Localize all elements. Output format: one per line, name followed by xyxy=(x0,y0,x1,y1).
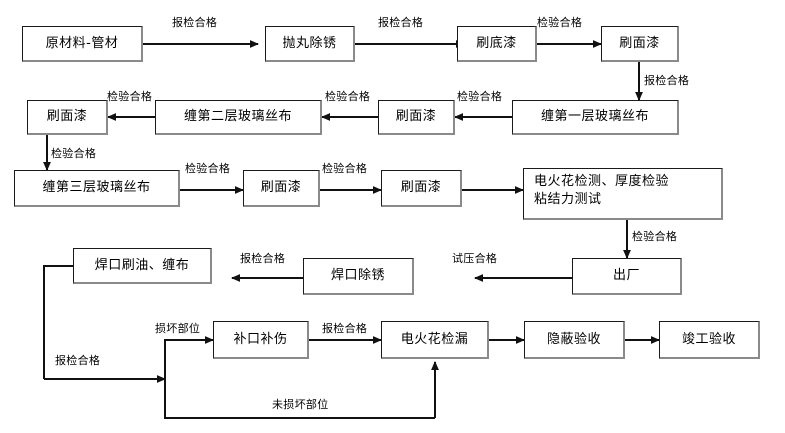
node-topcoat-4[interactable]: 刷面漆 xyxy=(243,170,320,207)
node-primer-coat[interactable]: 刷底漆 xyxy=(457,26,537,62)
edge-label-n1-n2: 报检合格 xyxy=(172,16,218,29)
edge-label-n5-n6: 检验合格 xyxy=(457,90,503,103)
node-concealed-acceptance[interactable]: 隐蔽验收 xyxy=(524,321,625,359)
edge-label-bottom-loop: 未损坏部位 xyxy=(272,398,329,411)
edge-label-n4-n5: 报检合格 xyxy=(644,74,690,87)
node-test-line-2: 粘结力测试 xyxy=(534,191,602,207)
wire-bottom-loop xyxy=(164,379,435,419)
node-glass-cloth-layer-1[interactable]: 缠第一层玻璃丝布 xyxy=(512,100,679,135)
node-factory-shipment[interactable]: 出厂 xyxy=(572,258,682,295)
edge-label-n2-n3: 报检合格 xyxy=(378,16,424,29)
node-glass-cloth-layer-3[interactable]: 缠第三层玻璃丝布 xyxy=(14,170,180,207)
node-topcoat-2[interactable]: 刷面漆 xyxy=(378,100,455,135)
node-test-line-1: 电火花检测、厚度检验 xyxy=(534,174,670,189)
edge-label-loop-n16: 损坏部位 xyxy=(155,322,201,335)
edge-label-n3-n4: 检验合格 xyxy=(537,16,583,29)
edge-label-n16-n17: 报检合格 xyxy=(322,322,368,335)
node-spark-thickness-adhesion-test[interactable]: 电火花检测、厚度检验 粘结力测试 xyxy=(523,168,723,220)
wire-loop-elbow xyxy=(164,339,213,379)
edge-label-n15-loop: 报检合格 xyxy=(55,354,101,367)
node-weld-derusting[interactable]: 焊口除锈 xyxy=(303,258,414,295)
node-shot-blasting[interactable]: 抛丸除锈 xyxy=(265,26,355,62)
node-topcoat-5[interactable]: 刷面漆 xyxy=(381,170,462,207)
edge-label-n12-n13: 检验合格 xyxy=(632,230,678,243)
node-spark-leak-detection[interactable]: 电火花检漏 xyxy=(381,321,489,359)
node-topcoat-1[interactable]: 刷面漆 xyxy=(601,26,679,62)
node-final-acceptance[interactable]: 竣工验收 xyxy=(659,321,760,359)
edge-label-n10-n11: 检验合格 xyxy=(322,162,368,175)
wire-n15-left-elbow xyxy=(43,265,73,379)
node-glass-cloth-layer-2[interactable]: 缠第二层玻璃丝布 xyxy=(155,100,322,135)
edge-label-n8-n9: 检验合格 xyxy=(51,147,97,160)
edge-label-n7-n8: 检验合格 xyxy=(107,90,153,103)
node-joint-repair[interactable]: 补口补伤 xyxy=(213,321,309,359)
edge-label-n14-n15: 报检合格 xyxy=(240,252,286,265)
node-weld-oiling-wrapping[interactable]: 焊口刷油、缠布 xyxy=(73,248,212,284)
edge-label-n9-n10: 检验合格 xyxy=(185,162,231,175)
node-raw-material[interactable]: 原材料-管材 xyxy=(22,26,143,62)
edge-label-n6-n7: 检验合格 xyxy=(325,90,371,103)
node-topcoat-3[interactable]: 刷面漆 xyxy=(27,100,108,135)
edge-label-n13-n14: 试压合格 xyxy=(452,252,498,265)
